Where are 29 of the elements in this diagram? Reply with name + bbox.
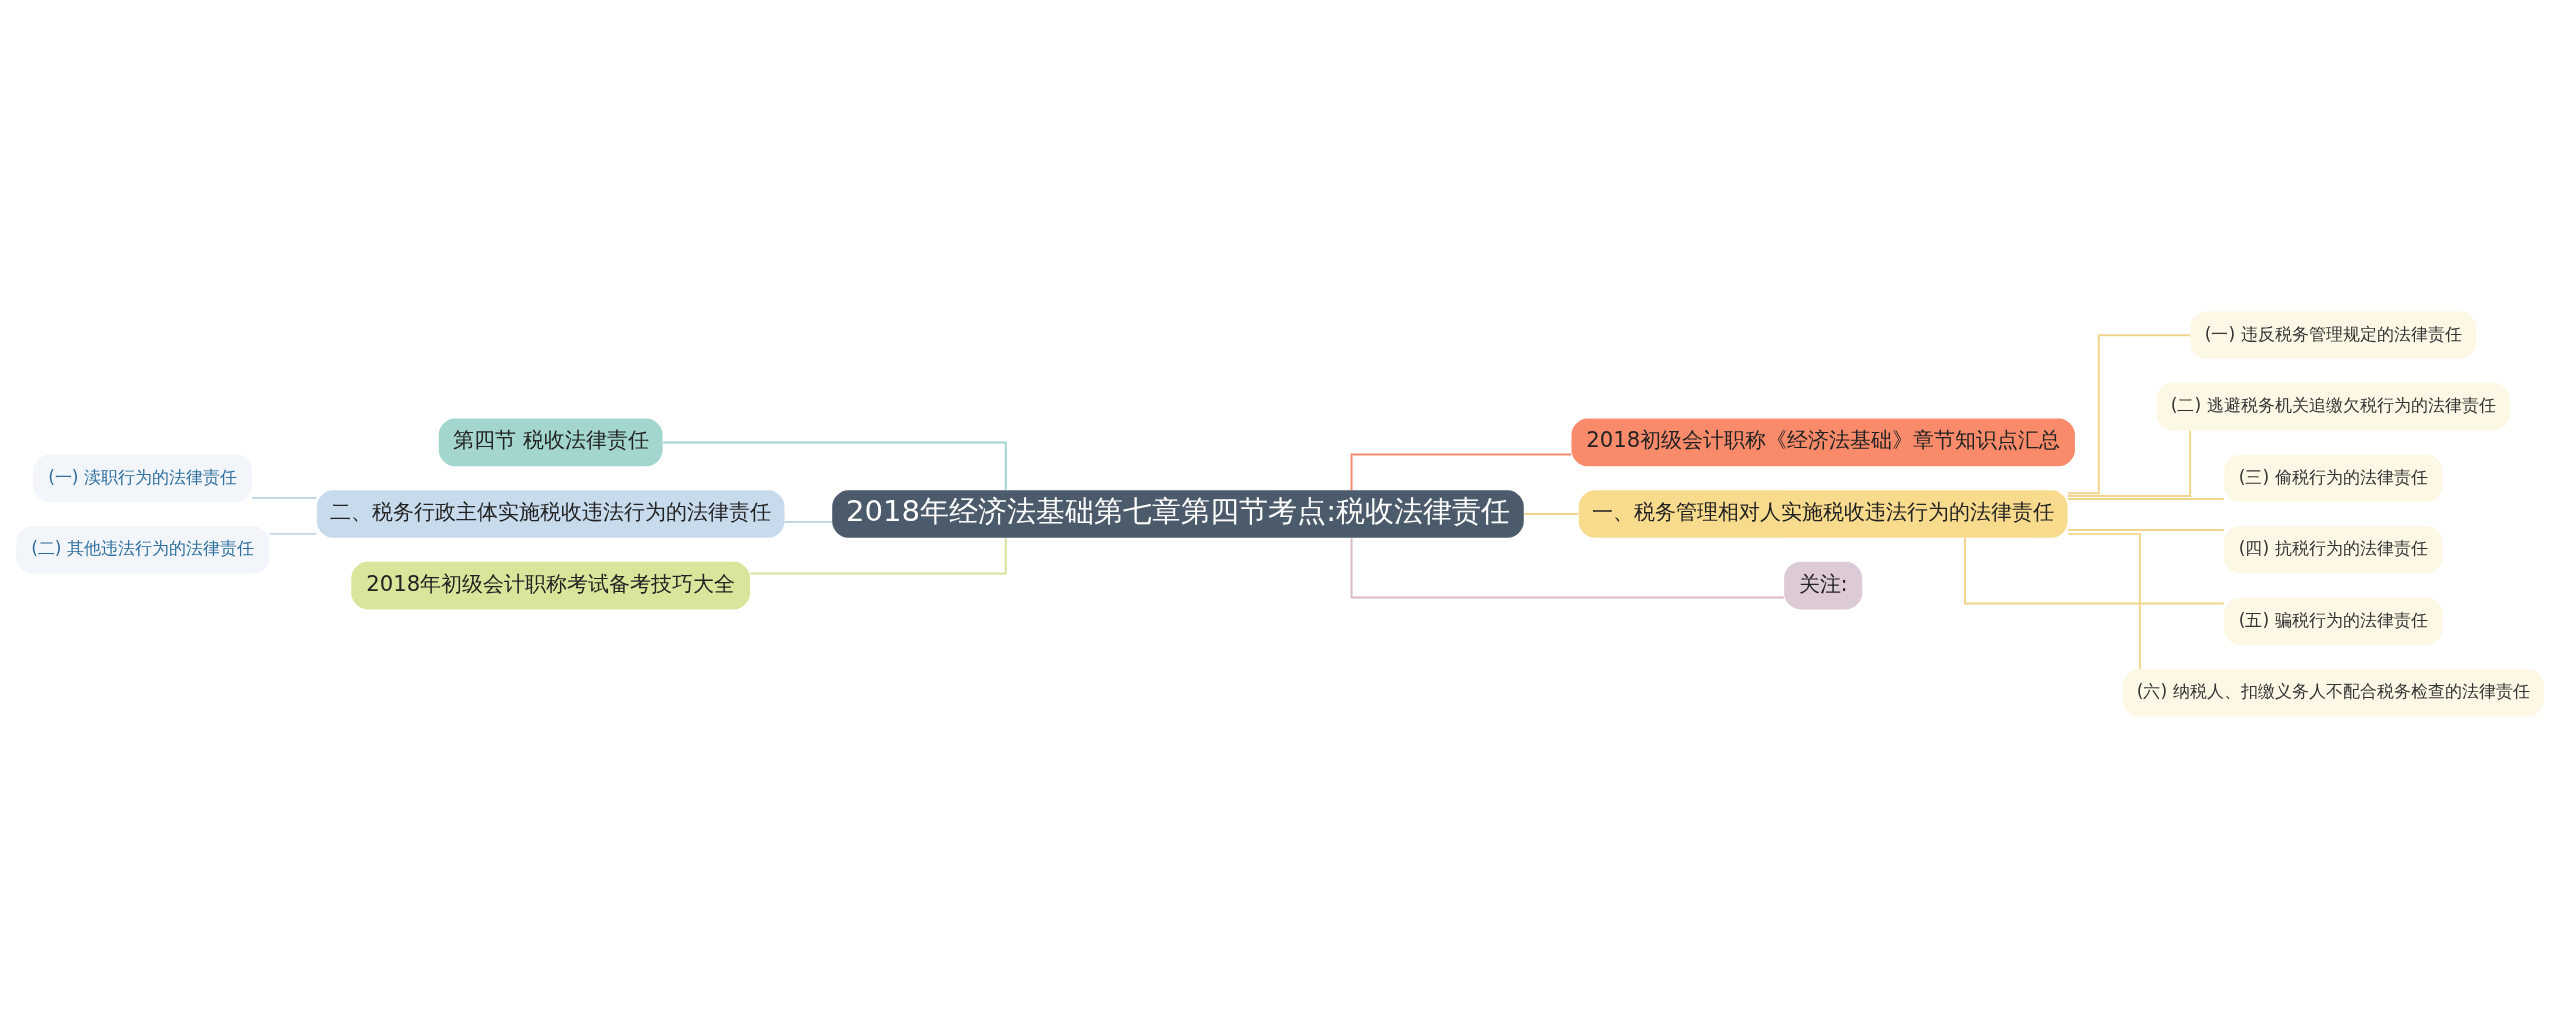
node-box: (四) 抗税行为的法律责任 xyxy=(2223,525,2443,574)
connector xyxy=(2066,429,2192,498)
node-box: (三) 偷税行为的法律责任 xyxy=(2223,454,2443,503)
connector xyxy=(1350,453,1573,492)
connector xyxy=(2066,334,2192,495)
node-box: (二) 逃避税务机关追缴欠税行为的法律责任 xyxy=(2156,382,2511,431)
node-box: (一) 渎职行为的法律责任 xyxy=(33,454,252,503)
connector xyxy=(662,441,1007,491)
connector xyxy=(2066,498,2225,501)
connector xyxy=(1350,537,1785,599)
connector xyxy=(1963,536,2225,605)
connector xyxy=(1523,513,1580,515)
node-box: 二、税务行政主体实施税收违法行为的法律责任 xyxy=(316,490,785,538)
connector xyxy=(268,532,318,535)
node-box: (二) 其他违法行为的法律责任 xyxy=(16,525,270,574)
node-box: (六) 纳税人、扣缴义务人不配合税务检查的法律责任 xyxy=(2122,669,2544,717)
node-box: (五) 骗税行为的法律责任 xyxy=(2223,597,2443,646)
node-box: 2018年经济法基础第七章第四节考点:税收法律责任 xyxy=(832,490,1524,538)
connector xyxy=(2067,532,2141,670)
connector xyxy=(749,536,1007,575)
node-box: 2018初级会计职称《经济法基础》章节知识点汇总 xyxy=(1571,418,2075,467)
connector xyxy=(783,520,833,523)
connector xyxy=(251,497,318,500)
connector xyxy=(2066,528,2225,531)
node-box: 关注: xyxy=(1784,561,1863,610)
node-box: 2018年初级会计职称考试备考技巧大全 xyxy=(351,561,751,610)
node-box: 一、税务管理相对人实施税收违法行为的法律责任 xyxy=(1578,490,2068,538)
node-box: 第四节 税收法律责任 xyxy=(438,418,663,467)
node-box: (一) 违反税务管理规定的法律责任 xyxy=(2190,311,2477,359)
